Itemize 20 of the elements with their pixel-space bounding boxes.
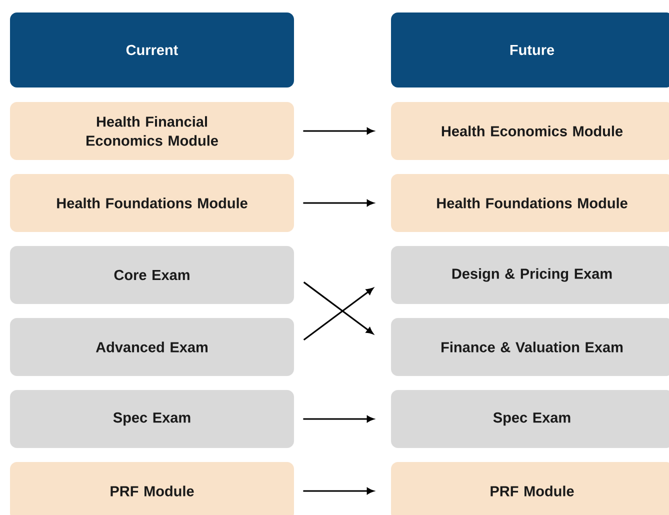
module-box: PRF Module [10, 462, 294, 515]
column-header: Current [10, 12, 294, 88]
arrow [303, 282, 374, 334]
exam-box: Spec Exam [391, 390, 669, 448]
exam-box: Design & Pricing Exam [391, 246, 669, 304]
exam-box: Finance & Valuation Exam [391, 318, 669, 376]
module-box: Health Economics Module [391, 102, 669, 160]
arrow [303, 128, 374, 134]
module-box: Health Foundations Module [10, 174, 294, 232]
module-box: Health Financial Economics Module [10, 102, 294, 160]
arrow [303, 288, 374, 340]
arrow [303, 416, 374, 422]
exam-box: Core Exam [10, 246, 294, 304]
module-box: PRF Module [391, 462, 669, 515]
arrow [303, 488, 374, 494]
module-box: Health Foundations Module [391, 174, 669, 232]
exam-box: Spec Exam [10, 390, 294, 448]
exam-box: Advanced Exam [10, 318, 294, 376]
arrow [303, 200, 374, 206]
column-header: Future [391, 12, 669, 88]
